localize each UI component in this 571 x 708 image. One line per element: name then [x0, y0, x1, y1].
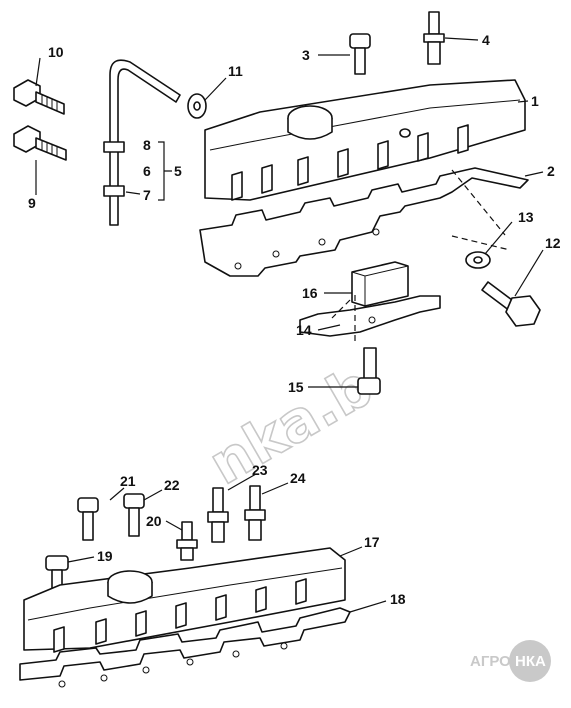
callout-23: 23	[252, 462, 268, 478]
bolt-15-drawing	[357, 347, 381, 395]
callout-1: 1	[531, 93, 539, 109]
bolt-21-drawing	[77, 497, 99, 541]
callout-13: 13	[518, 209, 534, 225]
agronka-logo: АГРО НКА	[470, 640, 551, 682]
bolt-12-drawing	[481, 281, 541, 327]
stud-24-drawing	[244, 485, 266, 541]
logo-text-left: АГРО	[470, 653, 511, 670]
callout-4: 4	[482, 32, 490, 48]
callout-19: 19	[97, 548, 113, 564]
logo-text-right: НКА	[515, 653, 546, 670]
callout-22: 22	[164, 477, 180, 493]
washer-11-drawing	[187, 93, 207, 119]
callout-16: 16	[302, 285, 318, 301]
bolt-9-drawing	[13, 125, 67, 161]
washer-13-drawing	[465, 251, 491, 269]
callout-6: 6	[143, 163, 151, 179]
callout-10: 10	[48, 44, 64, 60]
bolt-10-drawing	[13, 79, 65, 115]
callout-20: 20	[146, 513, 162, 529]
callout-8: 8	[143, 137, 151, 153]
bolt-22-drawing	[123, 493, 145, 537]
callout-14: 14	[296, 322, 312, 338]
callout-5: 5	[174, 163, 182, 179]
callout-2: 2	[547, 163, 555, 179]
callout-12: 12	[545, 235, 561, 251]
bolt-3-drawing	[349, 33, 371, 75]
logo-circle-icon	[509, 640, 551, 682]
callout-9: 9	[28, 195, 36, 211]
callout-18: 18	[390, 591, 406, 607]
pad-16-drawing	[351, 261, 409, 307]
callout-24: 24	[290, 470, 306, 486]
callout-15: 15	[288, 379, 304, 395]
callout-21: 21	[120, 473, 136, 489]
valve-cover-lower-drawing	[23, 547, 346, 653]
breather-hose-drawing	[103, 59, 181, 226]
bolt-19-drawing	[45, 555, 69, 597]
stud-20-drawing	[176, 521, 198, 561]
stud-4-drawing	[423, 11, 445, 65]
gasket-upper-drawing	[199, 167, 529, 277]
leader-lines	[35, 37, 544, 613]
gasket-lower-drawing	[19, 607, 351, 688]
stud-23-drawing	[207, 487, 229, 543]
callout-3: 3	[302, 47, 310, 63]
callout-11: 11	[228, 63, 243, 79]
valve-cover-upper-drawing	[204, 79, 526, 201]
callout-17: 17	[364, 534, 380, 550]
callout-7: 7	[143, 187, 151, 203]
